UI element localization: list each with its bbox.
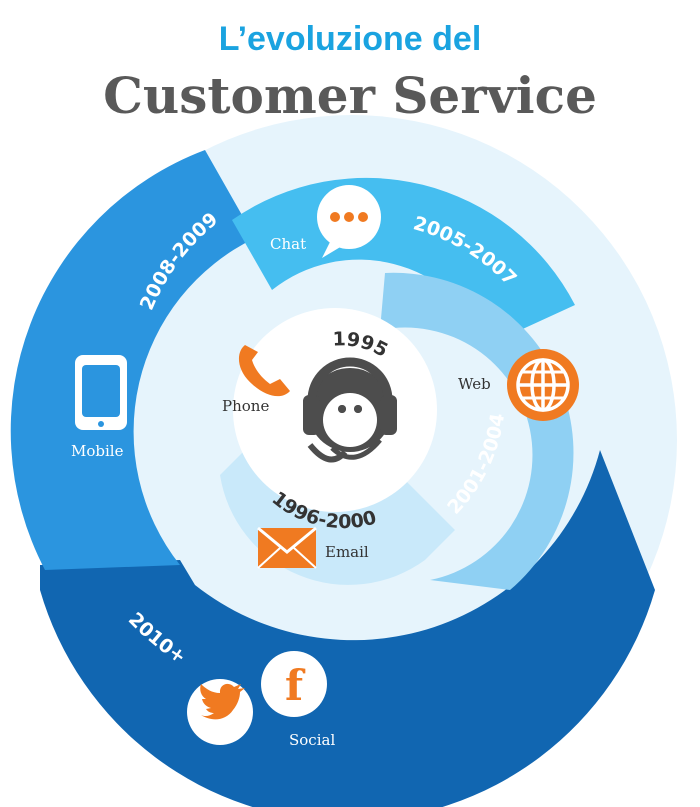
channel-label-mobile: Mobile [71,442,124,460]
channel-label-social: Social [289,731,335,749]
twitter-icon [187,679,253,745]
smartphone-icon [75,355,127,430]
ring-segment-web [380,272,574,590]
envelope-icon [257,526,317,569]
chat-bubble-icon [317,185,381,258]
channel-label-email: Email [325,543,369,561]
channel-label-chat: Chat [270,235,306,253]
ring-segment-mobile [10,150,256,570]
facebook-glyph: f [285,661,306,710]
phone-icon [238,345,290,397]
title-line-1: L’evoluzione del [218,20,482,58]
channel-label-phone: Phone [222,397,269,415]
channel-label-web: Web [458,375,491,393]
headset-agent-icon [303,357,397,463]
facebook-icon: f [261,651,327,717]
globe-icon [507,349,579,421]
